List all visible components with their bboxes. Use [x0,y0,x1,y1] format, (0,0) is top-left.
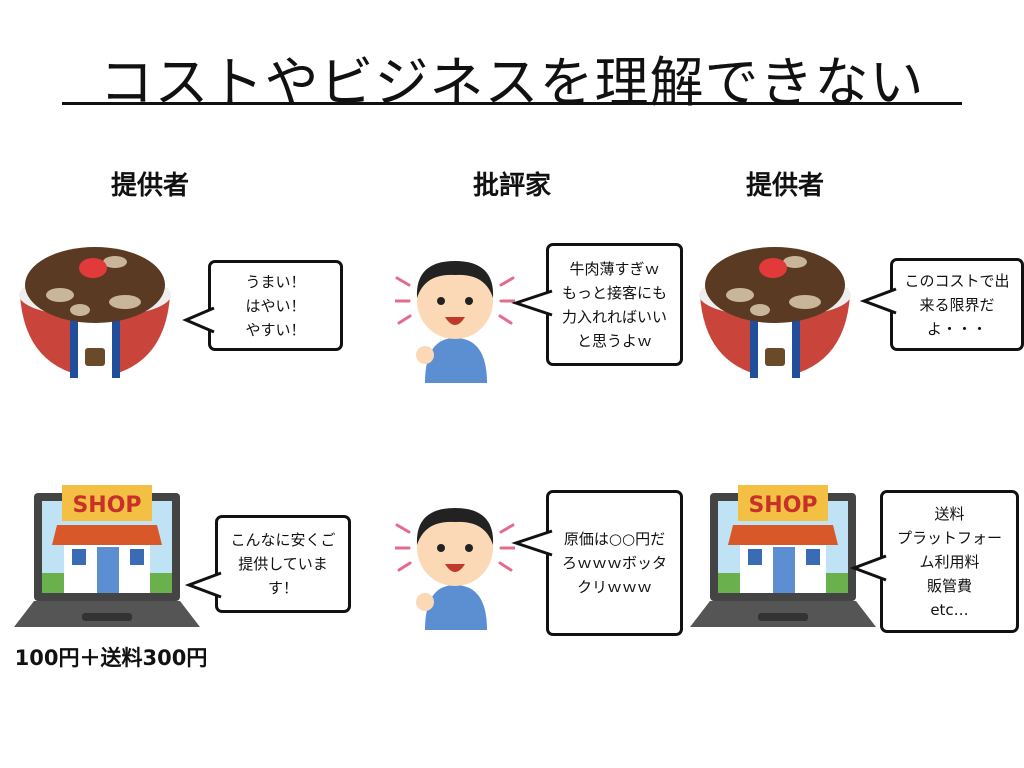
shop-sign-text: SHOP [72,493,141,518]
bubble-line: クリｗｗｗ [576,578,652,596]
speech-bubble-provider-shop-reply: 送料プラットフォーム利用料販管費 etc… [849,490,1019,633]
bubble-line: 力入れればいい [561,307,667,326]
slide-title: コストやビジネスを理解できない [99,51,925,114]
speech-bubble-tail [184,571,222,599]
bubble-line: 提供していま [238,555,328,573]
bubble-line: やすい！ [245,320,306,339]
bubble-line: 原価は○○円だ [563,530,666,548]
bubble-line: はやい！ [245,296,306,315]
laptop-shop-illustration: SHOP [12,485,202,637]
title-underline [62,102,962,105]
bubble-line: 販管費 [926,576,972,595]
bubble-line: このコストで出 [904,271,1010,290]
speech-bubble-tail [511,529,553,557]
gyudon-bowl-illustration [15,240,175,384]
speech-bubble-tail [511,289,553,317]
speech-bubble-tail [182,306,215,334]
bubble-line: もっと接客にも [561,283,667,302]
heading-critic: 批評家 [472,171,551,201]
speech-bubble-provider-food: うまい！ はやい！ やすい！ [182,260,343,351]
critic-person-illustration [393,243,517,387]
speech-bubble-provider-food-reply: このコストで出来る限界だよ・・・ [859,258,1024,351]
speech-bubble-tail [849,554,887,582]
price-caption: 100円＋送料300円 [14,646,208,670]
shop-sign-text: SHOP [748,493,817,518]
bubble-line: ム利用料 [919,552,980,571]
bubble-line: ろｗｗｗボッタ [561,554,667,572]
bubble-line: こんなに安くご [230,531,336,549]
speech-bubble-provider-shop: こんなに安くご提供しています！ [184,515,351,613]
laptop-shop-illustration: SHOP [688,485,878,637]
critic-person-illustration [393,490,517,634]
bubble-line: 送料 [934,504,965,523]
bubble-line: と思うよｗ [576,331,652,350]
bubble-line: よ・・・ [926,319,987,338]
speech-bubble-critic-food: 牛肉薄すぎｗ もっと接客にも力入れればいいと思うよｗ [511,243,683,366]
heading-provider-2: 提供者 [745,171,824,201]
bubble-line: etc… [930,600,969,619]
heading-provider-1: 提供者 [110,171,189,201]
bubble-line: 牛肉薄すぎｗ [569,259,660,278]
bubble-line: うまい！ [245,272,306,291]
bubble-line: プラットフォー [896,528,1002,547]
speech-bubble-tail [859,287,897,315]
gyudon-bowl-illustration [695,240,855,384]
speech-bubble-critic-shop: 原価は○○円だろｗｗｗボッタクリｗｗｗ [511,490,683,636]
bubble-line: 来る限界だ [919,295,995,314]
bubble-line: す！ [267,579,298,597]
